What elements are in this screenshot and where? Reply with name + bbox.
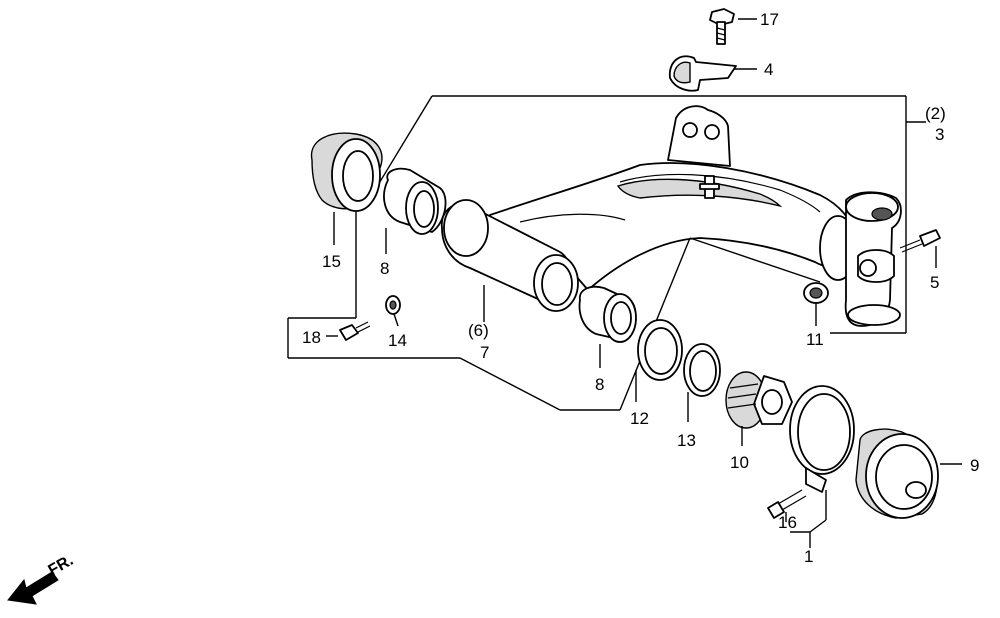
callout-10: 10	[730, 453, 749, 472]
part-5-bolt	[899, 229, 941, 268]
part-14-washer	[385, 295, 401, 327]
callout-11: 11	[806, 330, 824, 349]
part-18-fitting	[326, 321, 371, 341]
callout-17: 17	[760, 10, 779, 29]
part-12-ring	[635, 319, 683, 402]
callout-3: 3	[935, 125, 944, 144]
group-2-bracket-lines	[377, 95, 926, 334]
callout-1: 1	[804, 547, 813, 566]
callout-8-upper: 8	[380, 259, 389, 278]
callout-8-lower: 8	[595, 375, 604, 394]
part-1-band	[789, 385, 855, 548]
callout-2: (2)	[925, 104, 946, 123]
callout-12: 12	[630, 409, 649, 428]
part-15-seal	[310, 132, 383, 245]
callout-16: 16	[778, 513, 797, 532]
callout-4: 4	[764, 60, 773, 79]
callout-5: 5	[930, 273, 939, 292]
front-direction-indicator: FR.	[7, 552, 76, 605]
arrow-icon	[7, 571, 59, 605]
part-9-boot	[855, 428, 962, 519]
part-8-bushing-lower	[578, 285, 637, 368]
callout-9: 9	[970, 456, 979, 475]
part-17-bolt	[709, 8, 757, 45]
part-10-adjust-bolt	[725, 371, 793, 446]
part-11-nut	[803, 282, 829, 326]
callout-labels: 17 4 (2) 3 15 8 (6) 7 5 11 18 14 8 12 13…	[302, 10, 979, 566]
part-8-bushing-upper	[383, 167, 447, 254]
callout-15: 15	[322, 252, 341, 271]
callout-14: 14	[388, 331, 407, 350]
callout-7: 7	[480, 343, 489, 362]
part-13-snap-ring	[683, 343, 721, 422]
part-16-screw	[767, 489, 807, 522]
part-6-tube	[440, 199, 579, 322]
part-4-bracket	[668, 55, 757, 92]
right-pivot-housing	[819, 191, 902, 327]
callout-18: 18	[302, 328, 321, 347]
callout-13: 13	[677, 431, 696, 450]
callout-6: (6)	[468, 321, 489, 340]
